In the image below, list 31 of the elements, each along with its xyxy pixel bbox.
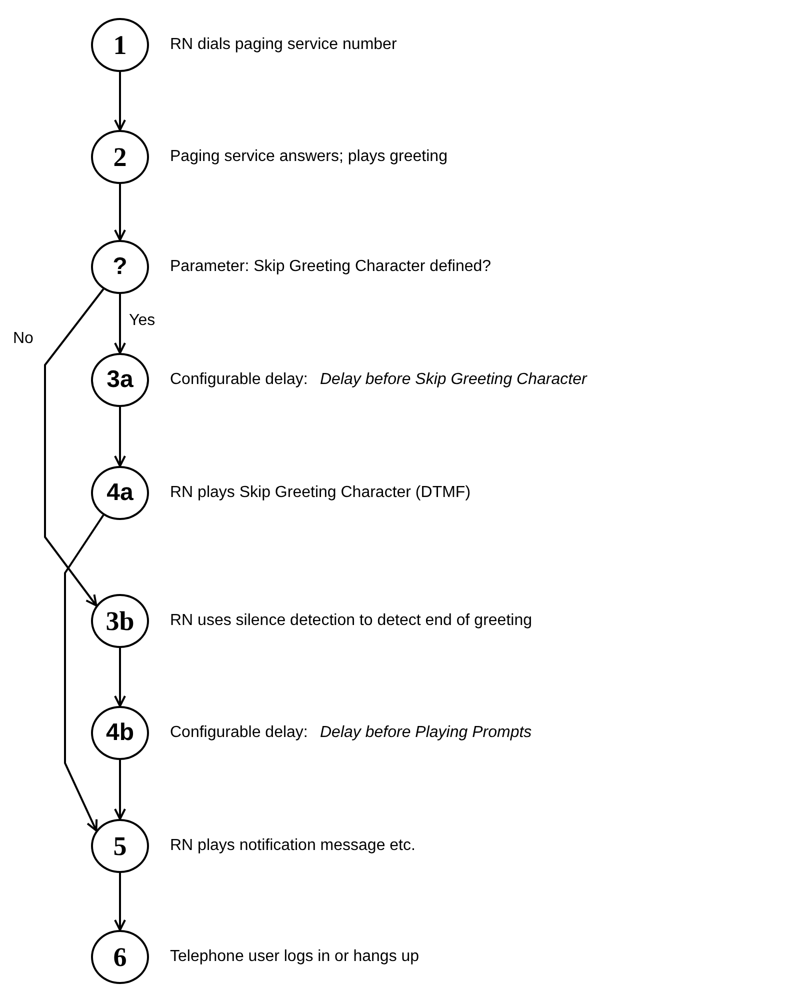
step-number: 5 (113, 832, 127, 860)
arrow (44, 288, 104, 607)
step-description: Paging service answers; plays greeting (170, 148, 448, 166)
step-number: 4a (106, 481, 134, 505)
step-description: Configurable delay: (170, 371, 308, 389)
step-description: RN plays Skip Greeting Character (DTMF) (170, 484, 471, 502)
step-description: Configurable delay: (170, 724, 308, 742)
step-circle (91, 819, 149, 873)
arrow (114, 648, 126, 707)
step-description: RN dials paging service number (170, 36, 397, 54)
step-description: Telephone user logs in or hangs up (170, 948, 420, 966)
arrow (114, 72, 126, 131)
step-number: 3a (106, 368, 134, 392)
arrow (114, 407, 126, 467)
step-circle (91, 594, 149, 648)
arrow (114, 873, 126, 931)
arrow (114, 294, 126, 354)
arrow (114, 184, 126, 241)
step-description: Delay before Skip Greeting Character (320, 371, 587, 389)
step-number: 1 (113, 32, 127, 58)
step-description: Delay before Playing Prompts (320, 724, 532, 742)
step-number: 6 (113, 944, 127, 970)
step-description: Parameter: Skip Greeting Character defined? (170, 258, 492, 276)
step-description: RN uses silence detection to detect end of greeting (170, 612, 532, 630)
step-number: 3b (106, 608, 134, 634)
step-description: RN plays notification message etc. (170, 837, 416, 855)
arrow (64, 514, 104, 832)
step-number: 4b (106, 721, 134, 745)
arrow (114, 760, 126, 820)
step-number: ? (112, 255, 128, 279)
step-number: 2 (113, 144, 127, 170)
